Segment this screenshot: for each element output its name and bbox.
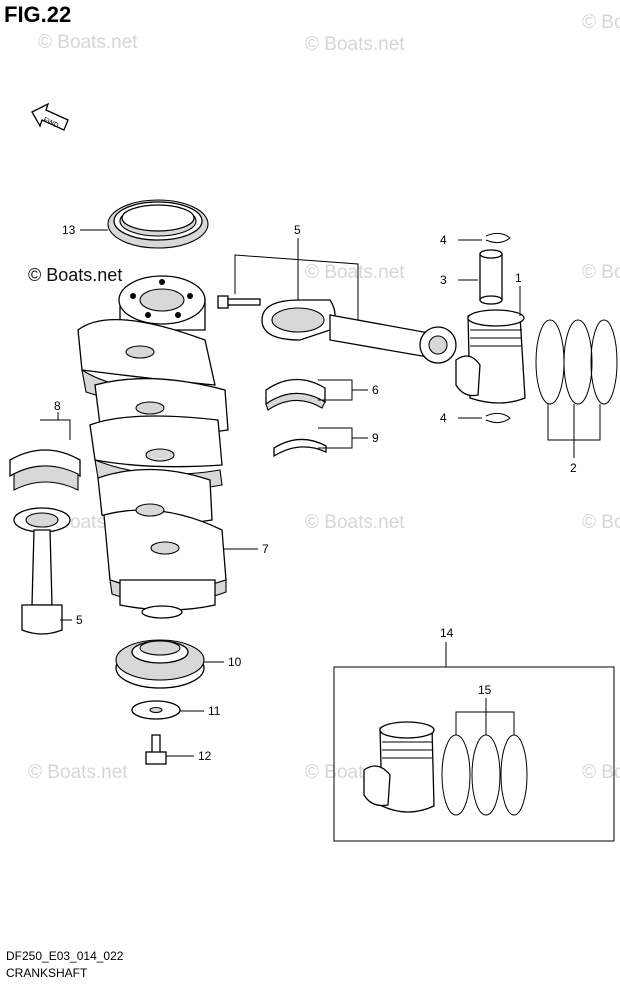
callout-4-lower: 4: [440, 411, 447, 425]
watermark-4: © Boats.net: [305, 262, 405, 283]
piston-kit-box: [333, 666, 615, 842]
connecting-rod-5-upper: [261, 299, 457, 364]
watermark-10: © Boats.net: [28, 762, 128, 783]
watermark-6: © Boats.net: [305, 512, 405, 533]
bearing-8: [9, 449, 81, 491]
callout-9: 9: [372, 431, 379, 445]
callout-3: 3: [440, 273, 447, 287]
bearing-9: [273, 438, 327, 458]
callout-8: 8: [54, 399, 61, 413]
circlip-4-lower: [485, 412, 511, 424]
watermark-2: © Boats.net: [305, 34, 405, 55]
fwd-arrow-icon: FWD: [31, 102, 69, 131]
figure-title: FIG.22: [4, 2, 72, 27]
connecting-rod-bolt: [217, 295, 261, 309]
connecting-rod-5-lower: [13, 507, 71, 635]
callout-5-upper: 5: [294, 223, 301, 237]
bolt-12: [145, 734, 167, 765]
callout-5-lower: 5: [76, 613, 83, 627]
piston-1: [455, 309, 526, 404]
oil-seal-13: [107, 199, 209, 249]
callout-7: 7: [262, 542, 269, 556]
watermark-1: © Boats.net: [38, 32, 138, 53]
piston-rings-15: [441, 734, 528, 816]
watermark-7: © Boats.net: [582, 512, 620, 533]
washer-11: [131, 700, 181, 720]
callout-1: 1: [515, 271, 522, 285]
piston-kit-14: [363, 721, 435, 813]
callout-14: 14: [440, 626, 454, 640]
callout-2: 2: [570, 461, 577, 475]
crank-gear-10: [115, 639, 205, 689]
callout-4-upper: 4: [440, 233, 447, 247]
callout-10: 10: [228, 655, 242, 669]
watermark-5: © Boats.net: [582, 262, 620, 283]
section-name: CRANKSHAFT: [6, 966, 88, 980]
piston-rings-2: [535, 319, 618, 405]
callout-15: 15: [478, 683, 492, 697]
bearing-6: [265, 378, 326, 411]
piston-pin-3: [479, 249, 503, 305]
callout-6: 6: [372, 383, 379, 397]
watermark-11: © Boats.net: [582, 762, 620, 783]
model-code: DF250_E03_014_022: [6, 949, 124, 963]
watermark-3: © Boats.net: [582, 12, 620, 33]
callout-11: 11: [208, 704, 221, 718]
callout-12: 12: [198, 749, 212, 763]
watermark-dark: © Boats.net: [28, 265, 122, 285]
crankshaft-7: [77, 275, 229, 619]
callout-13: 13: [62, 223, 76, 237]
circlip-4-upper: [485, 232, 511, 244]
